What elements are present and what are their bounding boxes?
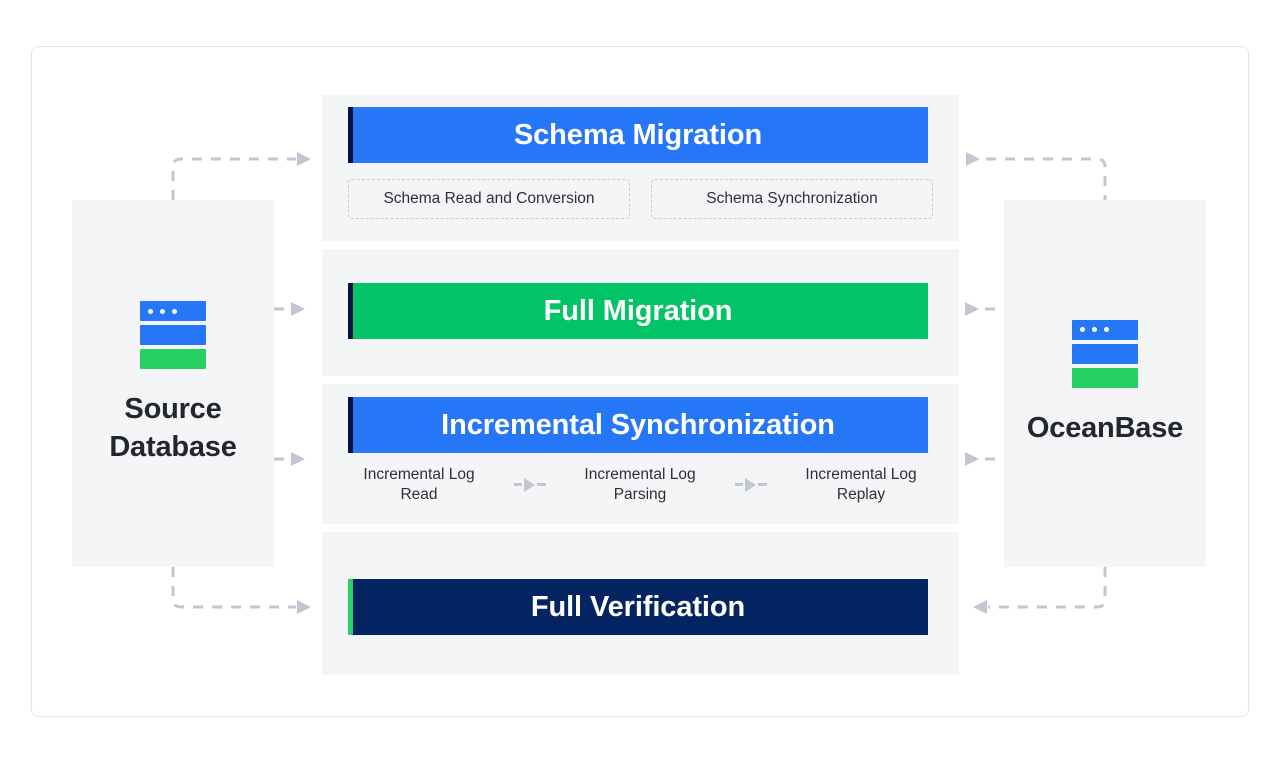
stage-accent-bar: [348, 579, 353, 635]
substep-group-schema-migration: Schema Read and Conversion Schema Synchr…: [348, 179, 933, 219]
stage-band-full-verification[interactable]: Full Verification: [348, 579, 928, 635]
database-icon-dot: [160, 308, 165, 314]
database-icon: [1072, 319, 1138, 388]
substep-arrow-icon: [715, 477, 786, 492]
substep-schema-read-and-conversion[interactable]: Schema Read and Conversion: [348, 179, 630, 219]
stage-title-schema-migration: Schema Migration: [513, 118, 763, 151]
source-database-node[interactable]: Source Database: [72, 200, 274, 567]
database-icon-bar-bottom: [1072, 367, 1138, 388]
arrow-dash: [734, 483, 743, 487]
stage-title-incremental-synchronization: Incremental Synchronization: [441, 408, 835, 441]
database-icon-dot: [148, 308, 153, 314]
substep-line2: Read: [400, 485, 438, 503]
substep-arrow-icon: [494, 477, 565, 492]
stage-title-full-migration: Full Migration: [543, 294, 733, 327]
substep-incremental-log-parsing[interactable]: Incremental Log Parsing: [565, 465, 715, 505]
substep-schema-synchronization[interactable]: Schema Synchronization: [651, 179, 933, 219]
database-icon-bar-top: [140, 301, 206, 322]
database-icon: [140, 301, 206, 370]
arrow-head: [523, 477, 535, 492]
arrow-head: [744, 477, 756, 492]
substep-incremental-log-replay[interactable]: Incremental Log Replay: [786, 465, 936, 505]
database-icon-dot: [1092, 327, 1097, 333]
stage-accent-bar: [348, 397, 353, 453]
stage-panel-full-migration: Full Migration: [322, 249, 959, 376]
stage-accent-bar: [348, 283, 353, 339]
source-database-label-line2: Database: [109, 430, 237, 463]
substep-line1: Incremental Log: [805, 466, 917, 483]
stage-title-full-verification: Full Verification: [530, 590, 746, 623]
oceanbase-node[interactable]: OceanBase: [1004, 200, 1206, 567]
database-icon-dot: [1080, 327, 1085, 333]
stage-panel-incremental-synchronization: Incremental Synchronization Incremental …: [322, 384, 959, 524]
database-icon-bar-top: [1072, 319, 1138, 340]
arrow-stem: [536, 483, 546, 487]
stage-band-schema-migration[interactable]: Schema Migration: [348, 107, 928, 163]
oceanbase-label: OceanBase: [1026, 411, 1184, 444]
substep-line1: Incremental Log: [584, 466, 696, 483]
stage-panel-schema-migration: Schema Migration Schema Read and Convers…: [322, 95, 959, 241]
substep-line1: Incremental Log: [363, 466, 475, 483]
source-database-label: Source Database: [109, 391, 237, 465]
database-icon-dot: [172, 308, 177, 314]
database-icon-bar-middle: [140, 325, 206, 346]
database-icon-dot: [1104, 327, 1109, 333]
stage-accent-bar: [348, 107, 353, 163]
substep-line2: Parsing: [613, 485, 667, 503]
stage-band-incremental-synchronization[interactable]: Incremental Synchronization: [348, 397, 928, 453]
substep-incremental-log-read[interactable]: Incremental Log Read: [344, 465, 494, 505]
database-icon-bar-middle: [1072, 343, 1138, 364]
substep-group-incremental-synchronization: Incremental Log Read Incremental Log Par…: [344, 465, 936, 505]
source-database-label-line1: Source: [124, 393, 222, 426]
stage-band-full-migration[interactable]: Full Migration: [348, 283, 928, 339]
arrow-stem: [757, 483, 767, 487]
arrow-dash: [513, 483, 522, 487]
database-icon-bar-bottom: [140, 349, 206, 370]
stage-panel-full-verification: Full Verification: [322, 532, 959, 675]
substep-line2: Replay: [836, 485, 886, 503]
